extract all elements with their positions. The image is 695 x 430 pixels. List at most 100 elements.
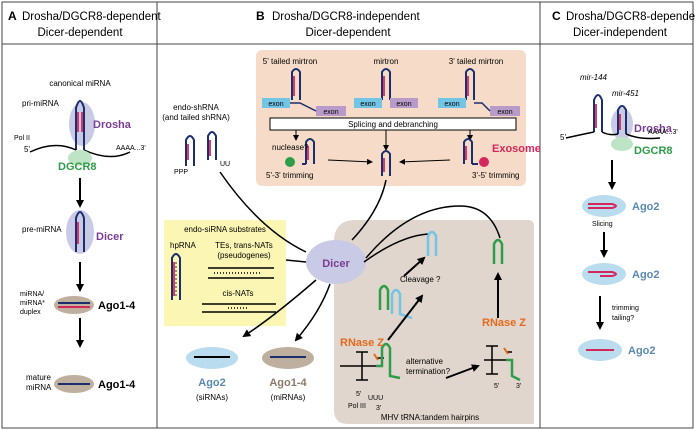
drosha-label: Drosha bbox=[93, 119, 132, 131]
drosha-label-c: Drosha bbox=[634, 123, 673, 135]
endo-shrna-label: endo-shRNA bbox=[173, 103, 219, 112]
mirnas-label: (miRNAs) bbox=[271, 393, 306, 402]
termination-label: termination? bbox=[406, 367, 451, 376]
sirnas-label: (siRNAs) bbox=[196, 393, 228, 402]
duplex-label-3: duplex bbox=[20, 309, 41, 316]
path-sirna-to-dicer bbox=[285, 259, 307, 263]
five-prime-trna-right: 5' bbox=[494, 383, 499, 390]
mir-451-label: mir-451 bbox=[612, 89, 639, 98]
three-prime-trna-right: 3' bbox=[516, 383, 521, 390]
sirna-substrates-label: endo-siRNA substrates bbox=[184, 225, 266, 234]
panel-a: canonical miRNA pri-miRNA Drosha Pol II … bbox=[14, 79, 146, 393]
svg-text:B: B bbox=[256, 9, 265, 23]
path-shrna-to-dicer bbox=[219, 171, 307, 253]
pre-mirna-label: pre-miRNA bbox=[22, 225, 62, 234]
trimming-label: trimming bbox=[612, 305, 639, 312]
mir451-hairpin bbox=[617, 105, 627, 134]
hprna-hairpin bbox=[171, 253, 181, 300]
exon-1b-box bbox=[316, 106, 346, 116]
trim53-label: 5'-3' trimming bbox=[266, 171, 314, 180]
cleavage-label: Cleavage ? bbox=[400, 275, 441, 284]
exon-2b-box bbox=[390, 98, 418, 108]
exon-1a: exon bbox=[268, 101, 283, 108]
exon-3a-box bbox=[438, 98, 466, 108]
uuu-left: UUU bbox=[368, 395, 383, 402]
dicer-central-label: Dicer bbox=[322, 258, 350, 270]
ago2-label-c3: Ago2 bbox=[628, 345, 656, 357]
exon-1b: exon bbox=[323, 109, 338, 116]
arrow-trim-left bbox=[327, 158, 373, 165]
splicing-label: Splicing and debranching bbox=[348, 120, 438, 129]
panel-c-title-line1: Drosha/DGCR8-dependent bbox=[566, 11, 695, 23]
mirtron-3-hairpin bbox=[465, 68, 475, 100]
dicer-central bbox=[306, 240, 366, 284]
panel-b-header: B Drosha/DGCR8-independent Dicer-depende… bbox=[256, 9, 420, 39]
pri-mirna-transcript bbox=[29, 144, 131, 158]
path-dicer-to-mhv bbox=[365, 205, 501, 259]
ago2-c2-strand bbox=[588, 271, 617, 277]
exon-3b-box bbox=[490, 106, 520, 116]
nuclease-icon bbox=[285, 157, 295, 167]
panel-a-header: A Drosha/DGCR8-dependent Dicer-dependent bbox=[8, 9, 162, 39]
duplex-label-2: miRNA* bbox=[20, 300, 45, 307]
arrow-rnasez-left bbox=[387, 294, 424, 341]
panel-b-title-line2: Dicer-dependent bbox=[305, 27, 391, 39]
arrow-to-ago2 bbox=[242, 279, 317, 338]
mature-label-1: mature bbox=[26, 373, 51, 382]
exon-2a-box bbox=[354, 98, 382, 108]
trna-left bbox=[340, 342, 401, 381]
ago2-blob-c1 bbox=[582, 195, 626, 217]
ago14-blob-a bbox=[54, 296, 94, 314]
mirtron-3-intron bbox=[474, 102, 491, 112]
alternative-label: alternative bbox=[406, 357, 443, 366]
tailed-shrna-label: (and tailed shRNA) bbox=[162, 113, 230, 122]
exosome-label: Exosome bbox=[492, 143, 541, 155]
canonical-mirna-label: canonical miRNA bbox=[49, 79, 111, 88]
mhv-box bbox=[334, 220, 534, 424]
trim-hairpin-3 bbox=[463, 138, 473, 164]
cis-nats-label: cis-NATs bbox=[223, 289, 254, 298]
nuclease-label: nuclease? bbox=[272, 143, 309, 152]
mature-mirtron-hairpin bbox=[381, 150, 391, 176]
tailing-label: tailing? bbox=[612, 315, 634, 322]
mirtron-2-hairpin bbox=[381, 68, 391, 100]
mirtron-1-hairpin bbox=[291, 68, 301, 100]
rnasez-left-cut bbox=[373, 353, 379, 361]
dgcr8-blob-c bbox=[611, 137, 633, 151]
exon-1a-box bbox=[262, 98, 290, 108]
ago14-label-b: Ago1-4 bbox=[269, 377, 307, 389]
five-prime-c: 5' bbox=[560, 133, 566, 142]
arrow-alt-termination bbox=[445, 364, 480, 379]
trim-hairpin-1 bbox=[305, 138, 315, 164]
ago14-label-a2: Ago1-4 bbox=[98, 379, 136, 391]
poly-a-c: AAAA...3' bbox=[648, 129, 678, 136]
mhv-label: MHV tRNA:tandem hairpins bbox=[381, 413, 479, 422]
three-prime-trna: 3' bbox=[376, 405, 381, 412]
svg-text:A: A bbox=[8, 9, 17, 23]
splicing-bar bbox=[269, 117, 517, 131]
drosha-blob-c bbox=[611, 108, 633, 140]
tes-label: TEs, trans-NATs bbox=[215, 241, 273, 250]
dgcr8-label-c: DGCR8 bbox=[634, 145, 673, 157]
panel-c-title-line2: Dicer-independent bbox=[573, 27, 668, 39]
rnasez-left-label: RNase Z bbox=[340, 337, 384, 349]
ago2-label-b: Ago2 bbox=[198, 377, 226, 389]
arrow-to-ago14 bbox=[294, 283, 331, 342]
dicer-label-a: Dicer bbox=[96, 231, 124, 243]
pri-mirna-label: pri-miRNA bbox=[22, 99, 60, 108]
slicing-label: Slicing bbox=[592, 221, 613, 228]
arrow-cleavage bbox=[403, 256, 426, 277]
dgcr8-label: DGCR8 bbox=[58, 161, 97, 173]
ago2-label-c1: Ago2 bbox=[632, 201, 660, 213]
poly-a-label: AAAA...3' bbox=[116, 145, 146, 152]
ago2-blob-c2 bbox=[582, 263, 626, 285]
sirna-substrates-box bbox=[164, 220, 286, 326]
ppp-label: PPP bbox=[174, 169, 188, 176]
c-transcript bbox=[565, 131, 661, 140]
rnasez-right-cut bbox=[503, 347, 509, 355]
exon-3a: exon bbox=[444, 101, 459, 108]
pseudogenes-label: (pseudogenes) bbox=[217, 251, 271, 260]
mir-144-label: mir-144 bbox=[580, 73, 608, 82]
